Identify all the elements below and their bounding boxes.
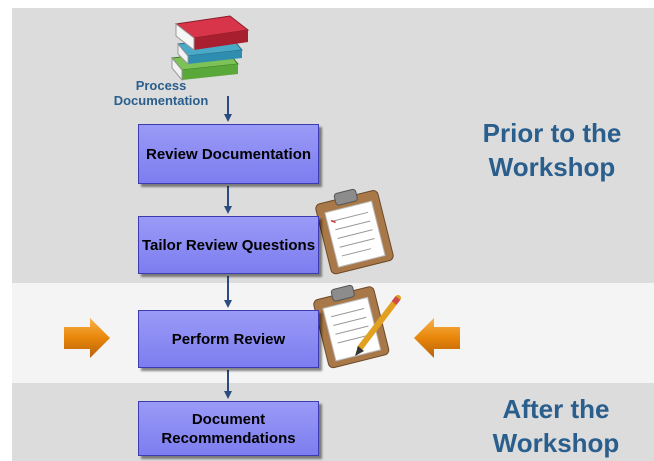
source-label: Process Documentation [113, 78, 209, 108]
right-arrow-icon [64, 318, 110, 358]
step-document-recommendations: Document Recommendations [138, 401, 319, 456]
books-icon [171, 15, 250, 82]
clipboard-icon [315, 188, 394, 275]
step-tailor-review-questions: Tailor Review Questions [138, 216, 319, 274]
phase-label-prior: Prior to the Workshop [482, 118, 622, 182]
step-perform-review: Perform Review [138, 310, 319, 368]
left-arrow-icon [414, 318, 460, 358]
step-review-documentation: Review Documentation [138, 124, 319, 184]
phase-label-after: After the Workshop [492, 394, 620, 458]
after-phase-band [12, 383, 654, 461]
connector-lines [224, 96, 232, 399]
clipboard-pencil-icon [313, 284, 401, 369]
